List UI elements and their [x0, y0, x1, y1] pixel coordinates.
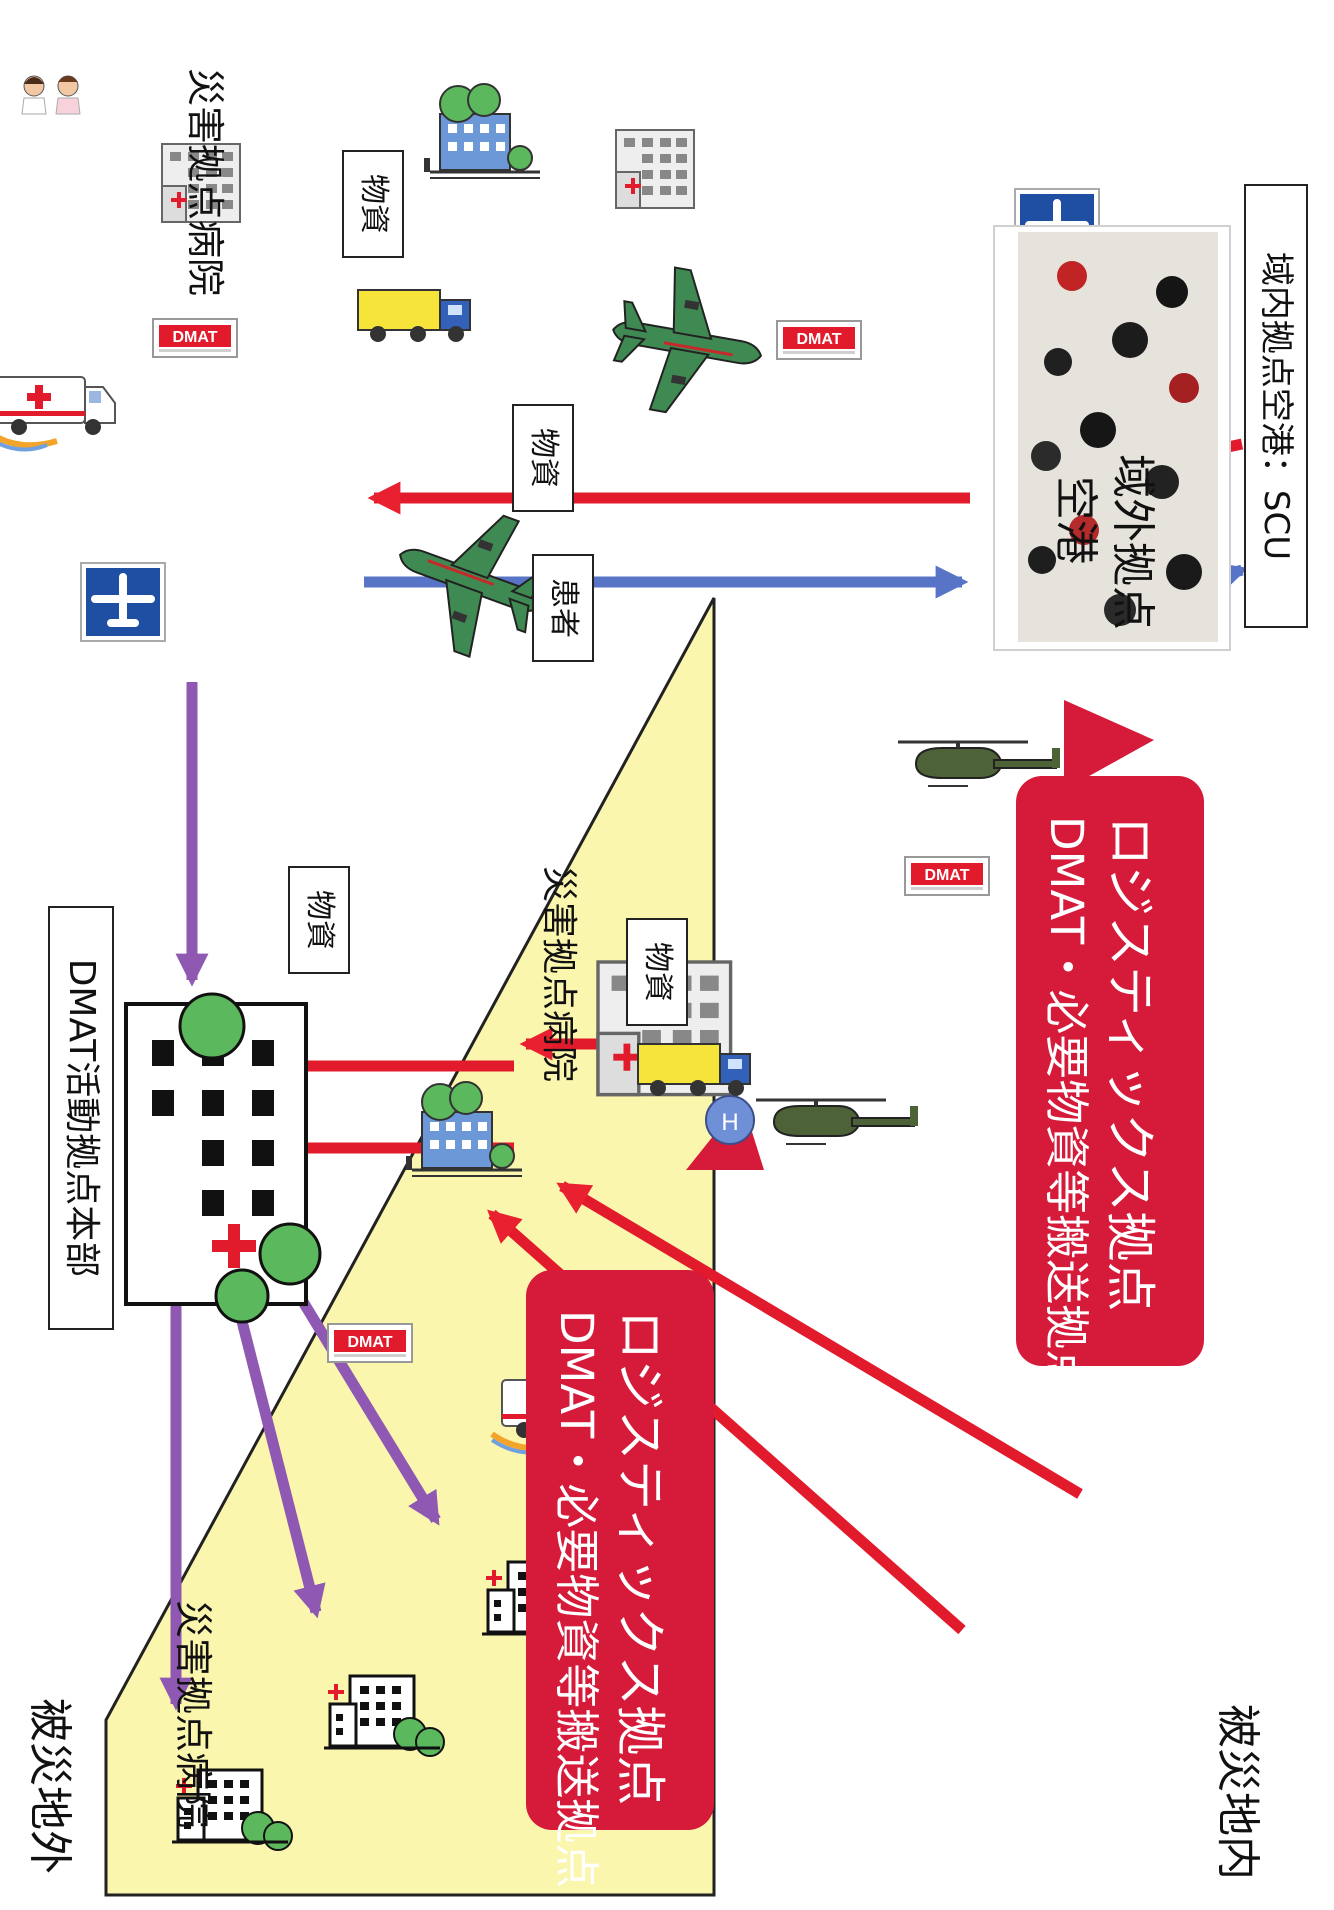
- supply-label-4: 物資: [626, 918, 688, 1026]
- logistics-callout-1: ロジスティックス拠点 DMAT・必要物資等搬送拠点: [1016, 776, 1204, 1366]
- outside-airport-label-1: 域外拠点: [1105, 454, 1169, 630]
- dmat-logo-icon: [153, 319, 237, 357]
- logistics-callout-1-line1: ロジスティックス拠点: [1098, 816, 1162, 1312]
- supply-plane-icon: [601, 259, 774, 427]
- outside-hospital-label: 災害拠点病院: [169, 1600, 224, 1828]
- logistics-callout-1-line2: DMAT・必要物資等搬送拠点: [1036, 816, 1096, 1394]
- outside-region-label: 被災地外: [22, 1698, 86, 1874]
- transport-helicopter-icon: [756, 1100, 918, 1144]
- plane-dmat-logo-icon: [777, 321, 861, 359]
- inside-region-label: 被災地内: [1210, 1704, 1274, 1880]
- scu-label: 域内拠点空港：SCU: [1256, 252, 1296, 560]
- logistics-callout-2: ロジスティックス拠点 DMAT・必要物資等搬送拠点: [526, 1270, 714, 1830]
- patients-label: 患者: [532, 554, 594, 662]
- supply-label-2: 物資: [512, 404, 574, 512]
- medical-staff-icon: [22, 76, 80, 114]
- logistics-callout-2-line1: ロジスティックス拠点: [608, 1310, 672, 1806]
- center-hospital-label: 災害拠点病院: [536, 866, 588, 1082]
- supply-depot-icon: [424, 84, 540, 178]
- logistics-callout-2-line2: DMAT・必要物資等搬送拠点: [546, 1310, 606, 1888]
- hq-building-icon: [126, 994, 320, 1322]
- hq-label: DMAT活動拠点本部: [61, 959, 102, 1278]
- outside-airport-label-2: 空港: [1048, 476, 1112, 564]
- center-truck-icon: [638, 1044, 750, 1096]
- supply-label-1: 物資: [342, 150, 404, 258]
- supply-label-3: 物資: [288, 866, 350, 974]
- hq-label-box: DMAT活動拠点本部: [48, 906, 114, 1330]
- center-dmat-logo-icon: [328, 1324, 412, 1362]
- outside-airport-sign-icon: [81, 563, 165, 641]
- heli-dmat-logo-icon: [905, 857, 989, 895]
- ambulance-icon: [0, 377, 115, 450]
- top-right-hospital-label: 災害拠点病院: [181, 68, 236, 296]
- supply-truck-icon: [358, 290, 470, 342]
- heliport-text: H: [721, 1109, 738, 1136]
- scu-label-box: 域内拠点空港：SCU: [1244, 184, 1308, 628]
- top-right-hospital-icon: [616, 130, 694, 208]
